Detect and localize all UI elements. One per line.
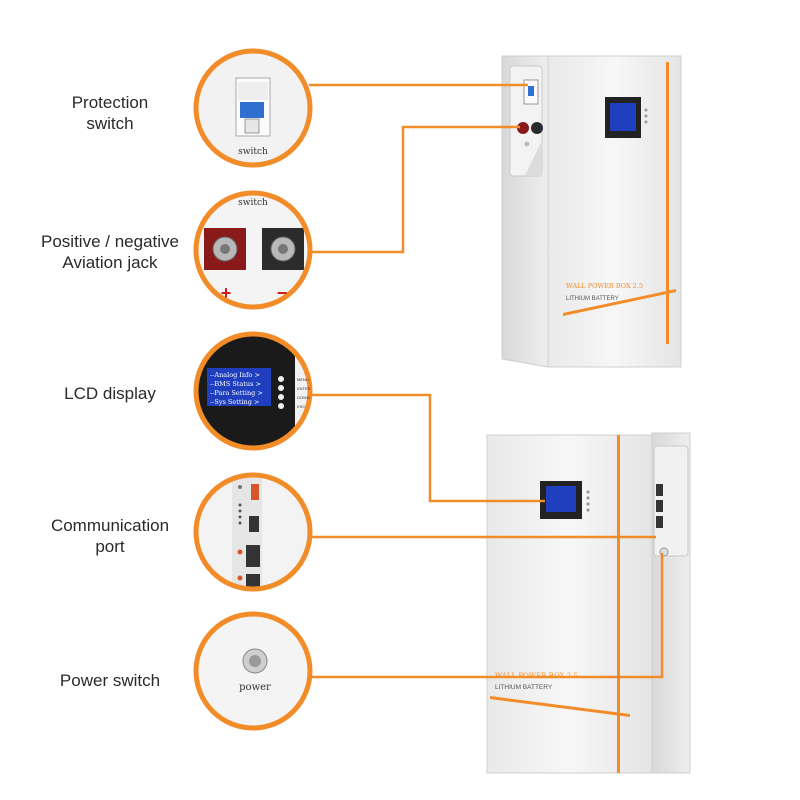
lcd-side-label: ESC <box>297 404 305 409</box>
callout-lines <box>305 83 664 679</box>
battery-front-view <box>486 432 691 774</box>
power-caption: power <box>239 682 271 693</box>
switch-caption-top: switch <box>238 198 268 208</box>
lcd-side-label: DOWN <box>297 395 310 400</box>
bottom-subtitle-text: LITHIUM BATTERY <box>495 684 553 691</box>
line-aviation-jack <box>305 125 520 254</box>
feature-labels: Protection switch Positive / negative Av… <box>41 93 179 690</box>
lcd-menu-item: --Sys Setting > <box>210 398 259 406</box>
positive-sign: + <box>221 283 232 303</box>
callout-lcd-display <box>193 331 313 451</box>
top-brand-text: WALL POWER BOX 2.5 <box>566 282 643 290</box>
top-subtitle-text: LITHIUM BATTERY <box>566 296 619 302</box>
lcd-side-label: ENTER <box>297 386 311 391</box>
battery-side-view <box>501 55 682 368</box>
switch-caption: switch <box>238 147 268 157</box>
lcd-side-label: MENU <box>297 377 309 382</box>
line-power-switch <box>309 553 664 679</box>
label-aviation-jack-line2: Aviation jack <box>62 253 158 272</box>
label-lcd-display: LCD display <box>64 384 156 403</box>
label-communication-port-line1: Communication <box>51 516 169 535</box>
lcd-menu-item: --BMS Status > <box>210 380 261 388</box>
label-communication-port-line2: port <box>95 537 125 556</box>
callout-aviation-jack <box>193 190 313 310</box>
line-lcd-display <box>309 393 545 503</box>
callout-communication-port <box>193 472 313 592</box>
lcd-side-labels: MENU ENTER DOWN ESC <box>297 377 311 409</box>
label-aviation-jack-line1: Positive / negative <box>41 232 179 251</box>
lcd-menu: --Analog Info > --BMS Status > --Para Se… <box>210 371 263 406</box>
label-power-switch: Power switch <box>60 671 160 690</box>
label-protection-switch-line1: Protection <box>72 93 149 112</box>
label-protection-switch-line2: switch <box>86 114 133 133</box>
lcd-menu-item: --Para Setting > <box>210 389 263 397</box>
callout-power-switch <box>193 611 313 731</box>
lcd-menu-item: --Analog Info > <box>210 371 260 379</box>
callout-protection-switch <box>193 48 313 168</box>
negative-sign: − <box>277 283 288 303</box>
